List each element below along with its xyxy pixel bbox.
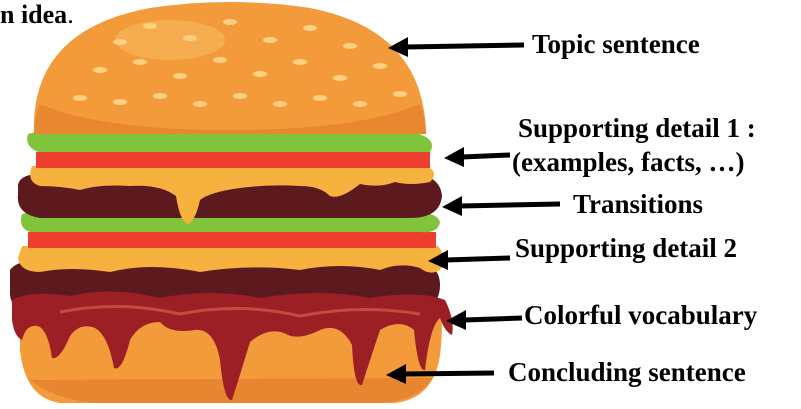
sauce-layer bbox=[12, 291, 453, 401]
label-supporting-detail-1-examples: (examples, facts, …) bbox=[512, 147, 745, 177]
label-topic-sentence: Topic sentence bbox=[532, 29, 700, 59]
arrow-topic bbox=[388, 37, 525, 57]
pointer-arrows bbox=[386, 37, 561, 384]
label-supporting-detail-1: Supporting detail 1 : bbox=[518, 113, 756, 143]
cropped-heading-fragment: n idea. bbox=[0, 0, 74, 29]
arrow-concluding bbox=[386, 364, 495, 384]
label-transitions: Transitions bbox=[573, 189, 704, 219]
arrow-detail2 bbox=[428, 250, 511, 270]
arrow-vocabulary bbox=[446, 310, 523, 330]
label-colorful-vocabulary: Colorful vocabulary bbox=[524, 300, 758, 330]
tomato-lower bbox=[28, 232, 436, 248]
cheese-upper bbox=[30, 166, 435, 224]
label-supporting-detail-2: Supporting detail 2 bbox=[515, 233, 738, 263]
cheese-lower bbox=[18, 246, 444, 273]
arrow-detail1 bbox=[444, 147, 511, 167]
lettuce-upper bbox=[27, 131, 432, 152]
tomato-upper bbox=[36, 152, 430, 168]
sesame-seeds bbox=[73, 19, 407, 107]
arrow-transitions bbox=[442, 196, 561, 216]
label-concluding-sentence: Concluding sentence bbox=[508, 357, 746, 387]
